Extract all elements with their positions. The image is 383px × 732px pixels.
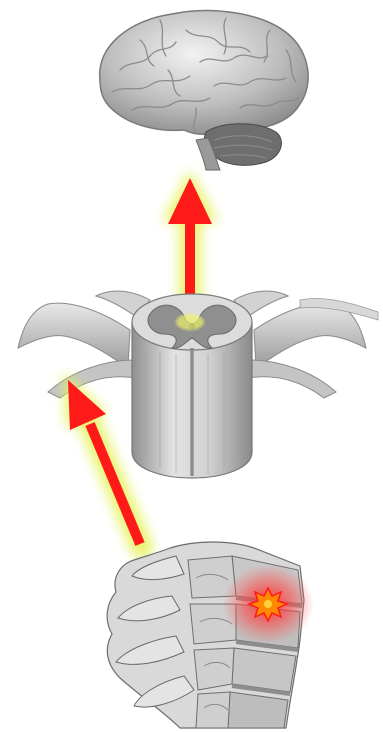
lower-arrow [64,372,142,548]
lumbar-spine-illustration [107,542,314,728]
brain-illustration [100,11,308,170]
